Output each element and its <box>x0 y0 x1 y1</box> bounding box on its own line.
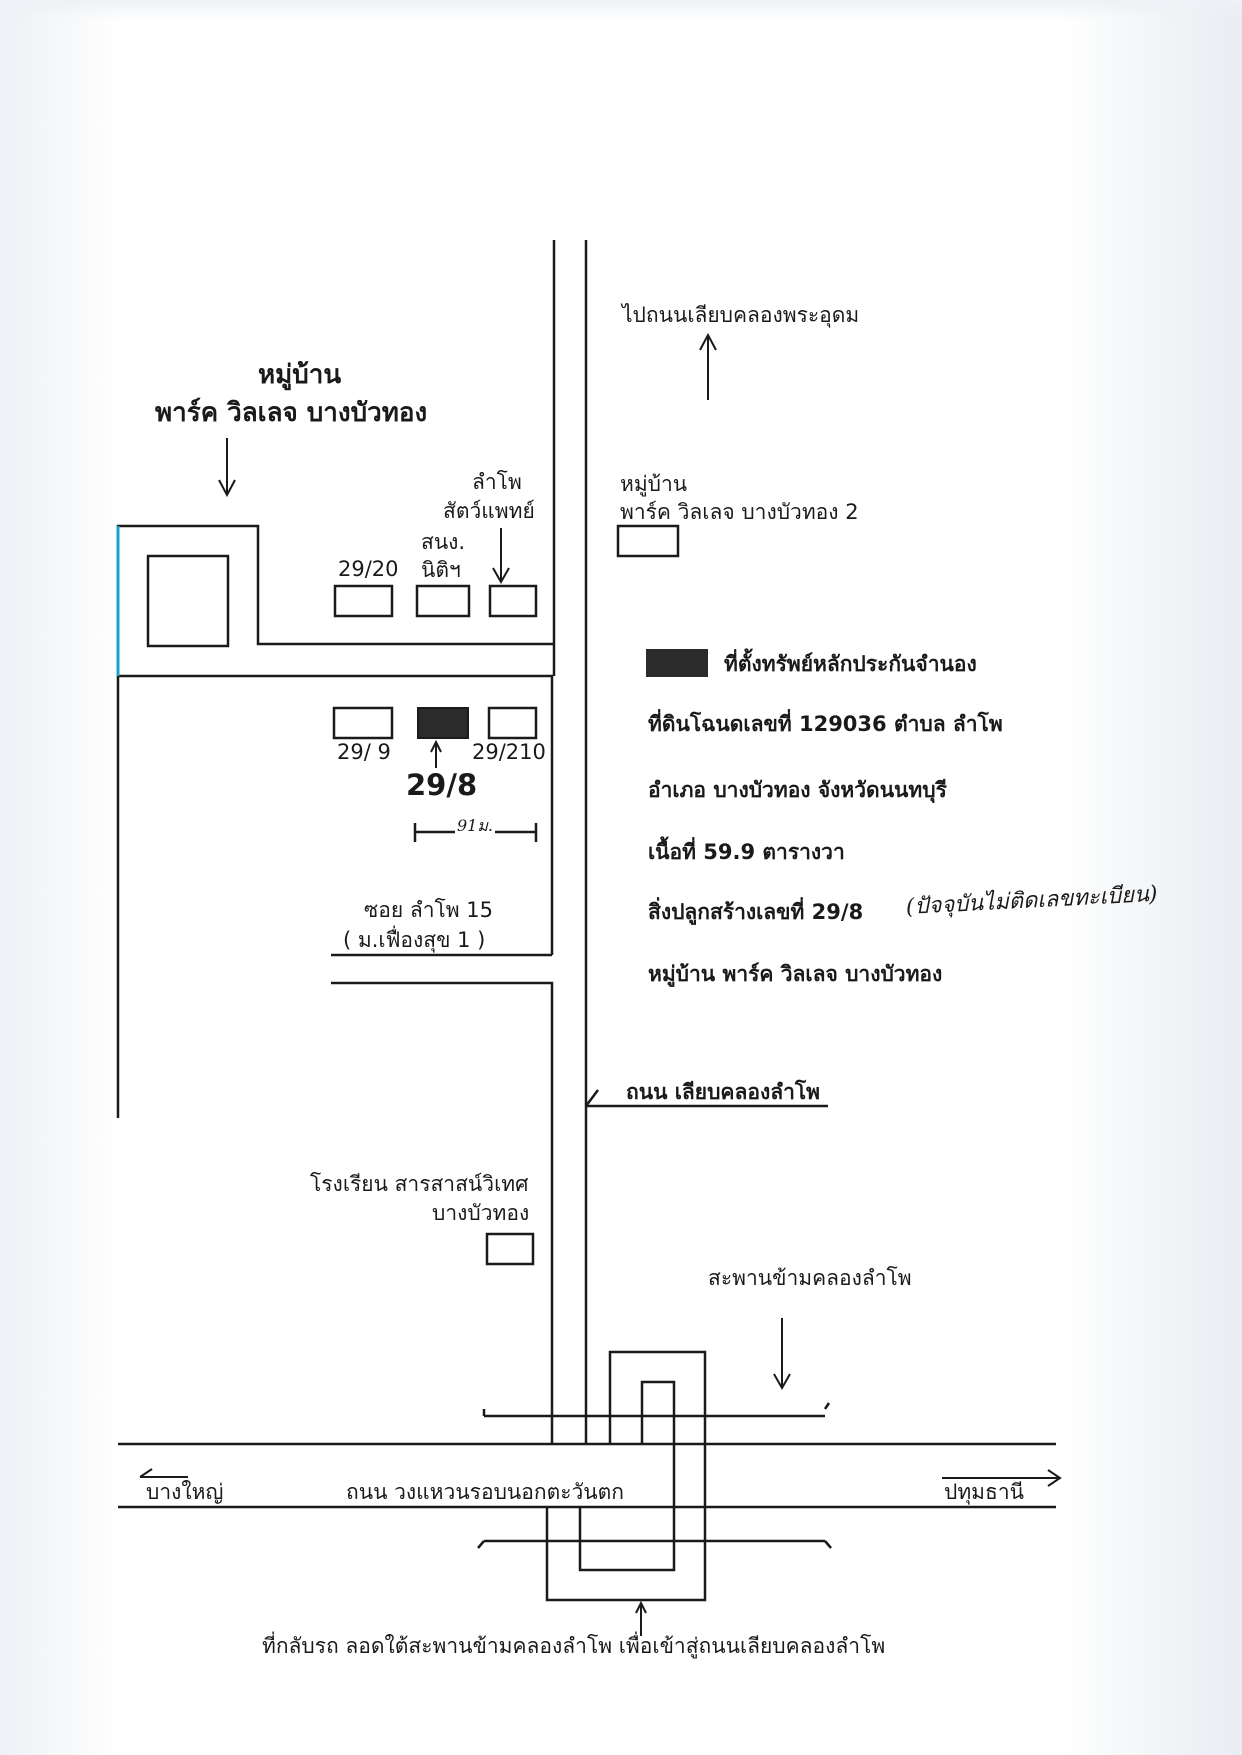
distance-label: 91ม. <box>455 816 495 836</box>
village2-box <box>616 524 680 558</box>
to-road-label: ไปถนนเลียบคลองพระอุดม <box>622 303 860 327</box>
u-turn-label: ที่กลับรถ ลอดใต้สะพานข้ามคลองลำโพ เพื่อเ… <box>262 1634 886 1658</box>
house-29-210-box <box>487 706 538 740</box>
vet-label-line1: ลำโพ <box>472 470 522 494</box>
house-29-20-box <box>333 584 394 618</box>
target-property-box <box>417 707 469 739</box>
info-district: อำเภอ บางบัวทอง จังหวัดนนทบุรี <box>648 778 947 802</box>
target-house-label: 29/8 <box>406 768 478 802</box>
scan-shade-right <box>1062 0 1242 1755</box>
house-29-9-box <box>332 706 394 740</box>
bridge-deck-top-end-right <box>823 1402 831 1410</box>
info-building: สิ่งปลูกสร้างเลขที่ 29/8 <box>648 900 864 924</box>
bridge-label: สะพานข้ามคลองลำโพ <box>708 1266 912 1290</box>
main-road-label: ถนน วงแหวนรอบนอกตะวันตก <box>346 1480 624 1504</box>
info-village: หมู่บ้าน พาร์ค วิลเลจ บางบัวทอง <box>648 962 943 986</box>
soi-label-line2: ( ม.เฟื่องสุข 1 ) <box>343 928 486 952</box>
buildings <box>146 524 680 1266</box>
village-clubhouse-box <box>146 554 230 648</box>
village2-label-line2: พาร์ค วิลเลจ บางบัวทอง 2 <box>620 500 859 524</box>
uturn-arrow-head <box>635 1600 647 1614</box>
house-29-9-label: 29/ 9 <box>337 740 391 764</box>
vet-arrow-head <box>492 567 510 585</box>
village-outline-upper <box>116 524 554 1118</box>
office-box <box>415 584 471 618</box>
village-title-line1: หมู่บ้าน <box>258 360 342 390</box>
arrows <box>139 332 1062 1636</box>
house-29-210-label: 29/210 <box>472 740 546 764</box>
house-29-20-label: 29/20 <box>338 557 399 581</box>
uturn-loop-inner <box>578 1380 676 1572</box>
village-title-line2: พาร์ค วิลเลจ บางบัวทอง <box>155 398 428 428</box>
road-lines <box>116 240 1056 1602</box>
north-arrow-head <box>699 332 717 351</box>
direction-pathum-thani: ปทุมธานี <box>944 1480 1024 1504</box>
school-label-line1: โรงเรียน สารสาสน์วิเทศ <box>310 1172 529 1196</box>
canal-road-tick <box>585 1089 599 1107</box>
uturn-loop-outer <box>545 1350 707 1602</box>
office-label-line1: สนง. <box>421 530 466 554</box>
bridge-deck-bottom-end-left <box>477 1540 485 1549</box>
legend-label: ที่ตั้งทรัพย์หลักประกันจำนอง <box>724 652 977 676</box>
west-arrow-head <box>139 1468 153 1478</box>
legend-swatch <box>646 649 708 677</box>
info-area: เนื้อที่ 59.9 ตารางวา <box>648 840 845 864</box>
target-arrow-head <box>430 739 442 753</box>
village2-label-line1: หมู่บ้าน <box>620 472 688 496</box>
vet-label-line2: สัตว์แพทย์ <box>443 499 535 523</box>
school-box <box>485 1232 535 1266</box>
scan-shade-top <box>0 0 1242 20</box>
scan-shade-left <box>0 0 120 1755</box>
east-arrow-head <box>1047 1469 1062 1487</box>
bridge-deck-bottom-end-right <box>824 1540 832 1549</box>
direction-bang-yai: บางใหญ่ <box>146 1480 224 1504</box>
school-label-line2: บางบัวทอง <box>432 1201 530 1225</box>
village-outline-lower <box>118 674 554 955</box>
bridge-arrow-head <box>773 1373 791 1391</box>
soi-lower-edge <box>331 981 554 1444</box>
info-deed: ที่ดินโฉนดเลขที่ 129036 ตำบล ลำโพ <box>648 712 1003 736</box>
soi-label-line1: ซอย ลำโพ 15 <box>364 898 494 922</box>
vet-box <box>488 584 538 618</box>
canal-road-label: ถนน เลียบคลองลำโพ <box>626 1080 820 1104</box>
office-label-line2: นิติฯ <box>421 558 461 582</box>
village-arrow-head <box>218 479 236 498</box>
